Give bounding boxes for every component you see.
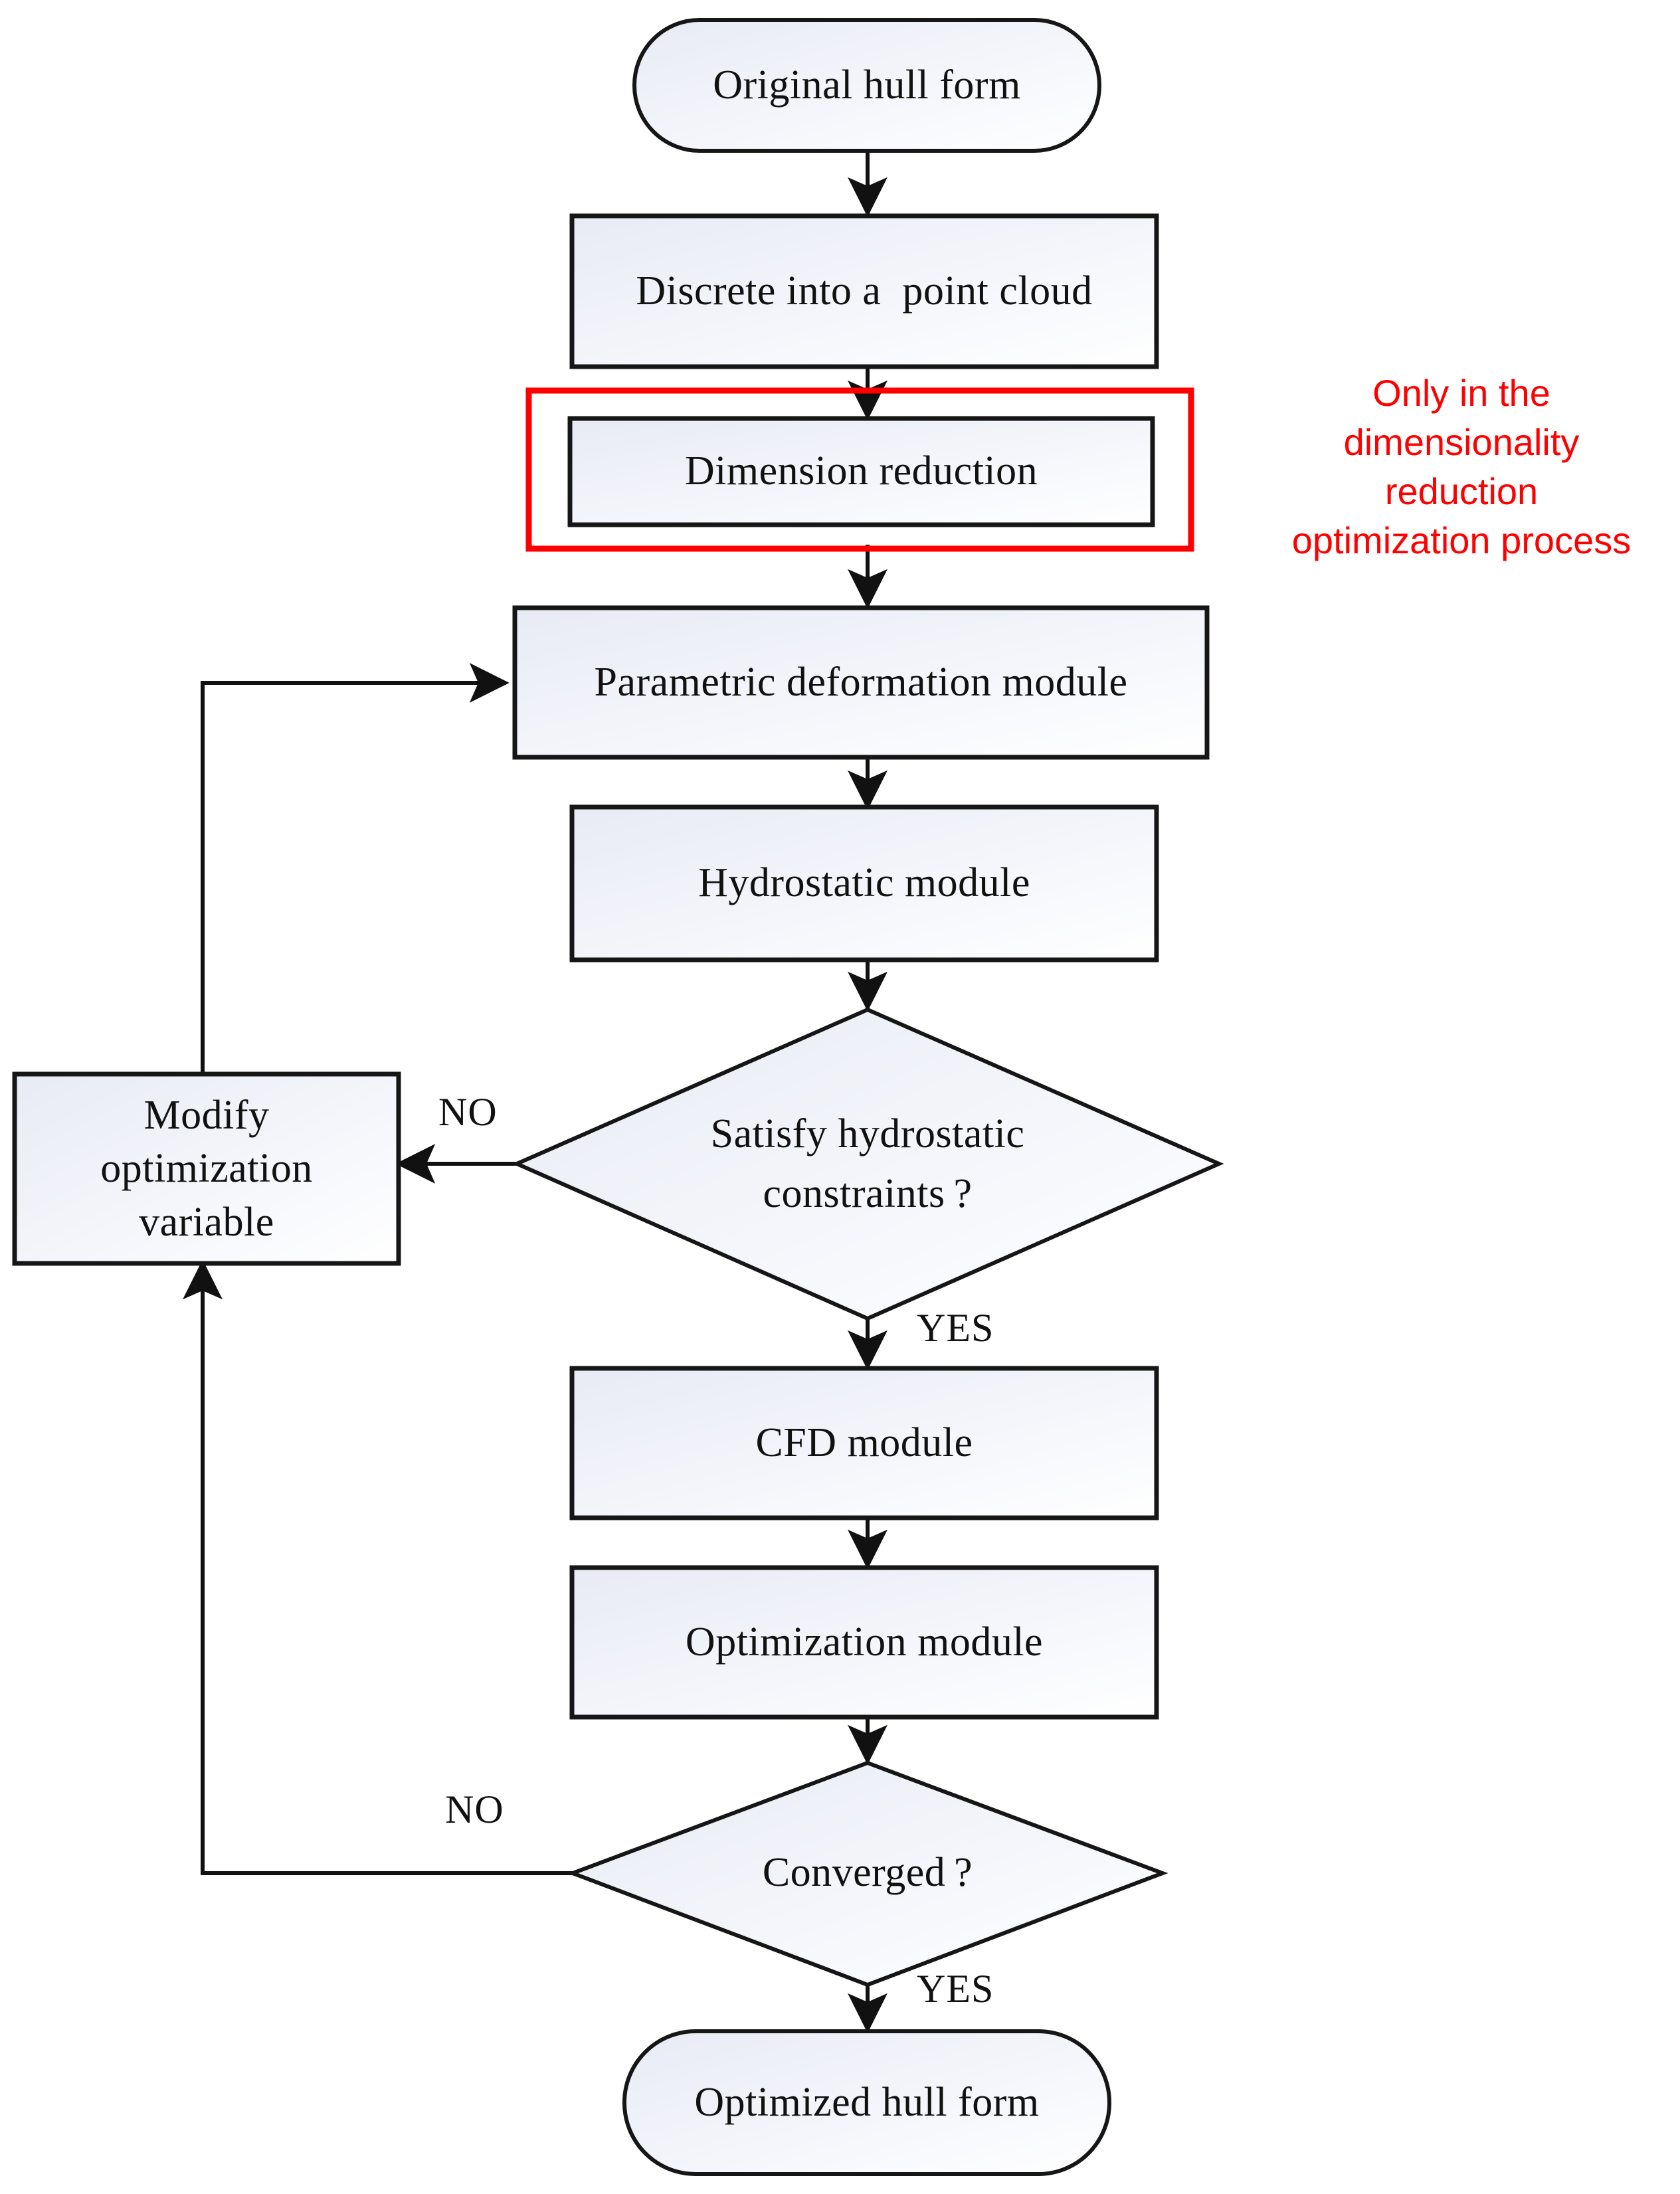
dimension-reduction-highlight-box: [525, 387, 1194, 552]
node-modify-shape: [12, 1071, 401, 1266]
node-discretize-shape: [569, 213, 1159, 369]
node-cfd-shape: [569, 1366, 1159, 1520]
edge-label-satisfy-no: NO: [438, 1090, 498, 1134]
node-satisfy-shape: [512, 1007, 1224, 1321]
node-converged-shape: [567, 1760, 1168, 1987]
edge-label-converged-no: NO: [445, 1787, 504, 1831]
dimensionality-reduction-annotation: Only in the dimensionality reduction opt…: [1291, 372, 1632, 561]
node-hydrostatic-shape: [569, 804, 1159, 962]
edge-label-satisfy-yes: YES: [917, 1306, 994, 1350]
node-parametric-shape: [512, 605, 1210, 760]
connector-converged-no-to-modify-loop: [183, 1259, 573, 1875]
connector-modify-to-parametric-loop: [201, 663, 510, 1074]
edge-label-converged-yes: YES: [917, 1967, 994, 2011]
node-end-shape: [622, 2029, 1111, 2176]
node-optimization-shape: [569, 1565, 1159, 1720]
node-start-shape: [632, 18, 1101, 153]
node-dimreduce-shape: [567, 416, 1155, 527]
